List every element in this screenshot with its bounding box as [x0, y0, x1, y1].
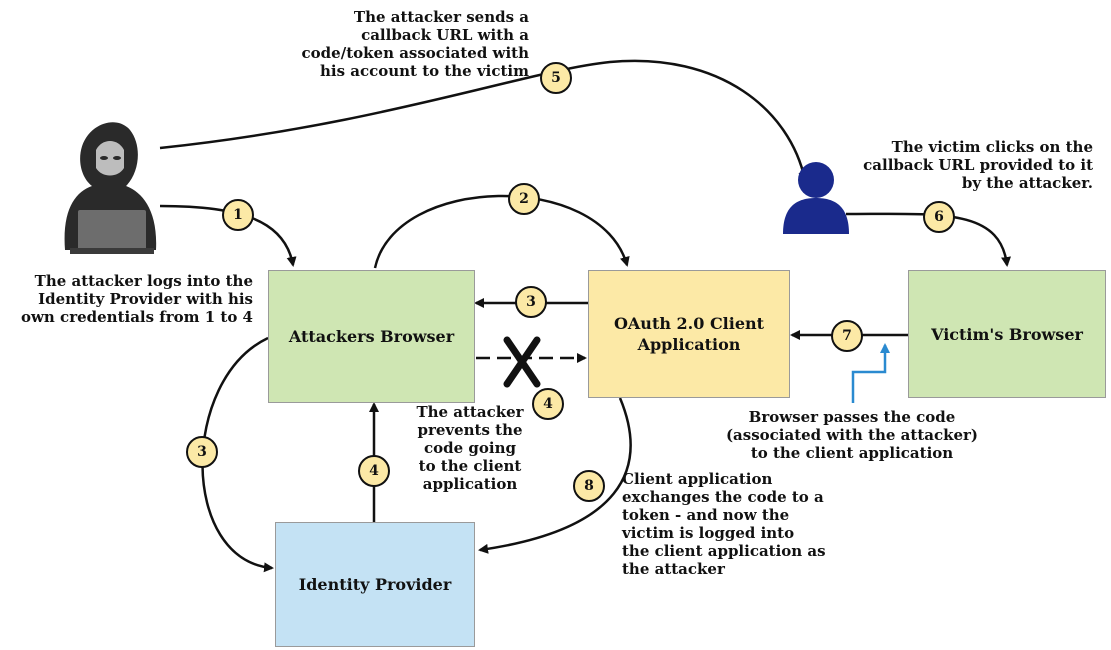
step-badge-6: 6: [923, 201, 955, 233]
arrow-step-2: [373, 194, 630, 269]
note-attacker-prevents: The attacker prevents the code going to …: [416, 403, 524, 493]
note-attacker-logs-in: The attacker logs into the Identity Prov…: [21, 272, 253, 326]
identity-provider-label: Identity Provider: [298, 575, 452, 594]
oauth-client-box: OAuth 2.0 Client Application: [588, 270, 790, 398]
step-badge-3: 3: [515, 286, 547, 318]
hooded-hacker-icon: [64, 122, 157, 254]
attackers-browser-box: Attackers Browser: [268, 270, 475, 403]
note-browser-passes: Browser passes the code (associated with…: [725, 408, 979, 462]
note-client-exchanges: Client application exchanges the code to…: [622, 470, 826, 578]
x-mark-icon: [503, 336, 541, 388]
oauth-client-label: OAuth 2.0 Client Application: [613, 314, 765, 354]
victims-browser-label: Victim's Browser: [931, 324, 1083, 344]
user-icon: [783, 162, 849, 234]
arrow-step-5: [159, 59, 809, 182]
identity-provider-box: Identity Provider: [275, 522, 475, 647]
step-badge-3-idp: 3: [186, 436, 218, 468]
step-badge-2: 2: [508, 183, 540, 215]
step-badge-1: 1: [222, 199, 254, 231]
arrow-step-6: [845, 212, 1011, 267]
note-victim-clicks: The victim clicks on the callback URL pr…: [863, 138, 1093, 192]
step-badge-4-blocked: 4: [532, 388, 564, 420]
victims-browser-box: Victim's Browser: [908, 270, 1106, 398]
step-badge-4-idp: 4: [358, 455, 390, 487]
arrow-step-8: [478, 397, 632, 554]
step-badge-8: 8: [573, 470, 605, 502]
step-badge-7: 7: [831, 320, 863, 352]
attackers-browser-label: Attackers Browser: [288, 327, 455, 346]
step-badge-5: 5: [540, 62, 572, 94]
highlight-arrow: [851, 343, 890, 403]
note-attacker-sends: The attacker sends a callback URL with a…: [301, 8, 529, 80]
